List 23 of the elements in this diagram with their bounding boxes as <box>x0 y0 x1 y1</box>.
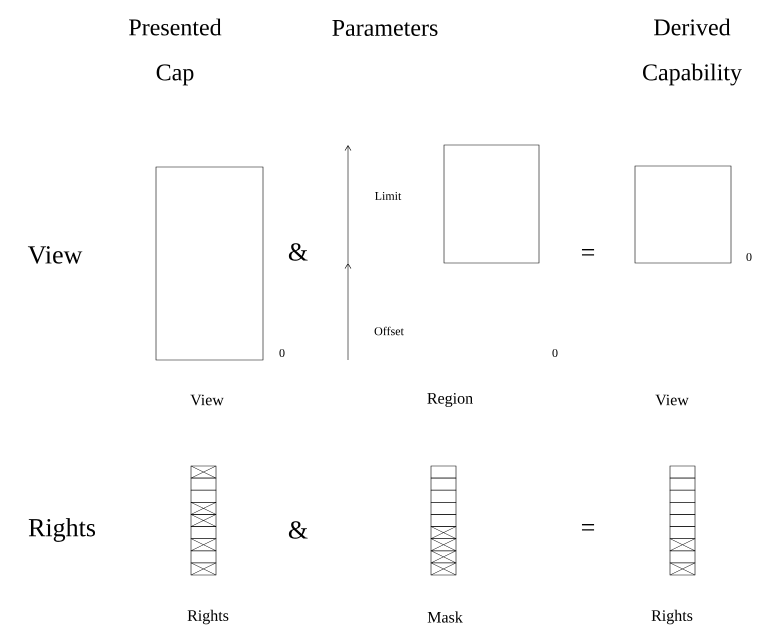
operator-sign: = <box>582 249 594 256</box>
caption: Rights <box>188 610 228 624</box>
region-box <box>156 166 264 360</box>
row-label: Rights <box>28 518 96 542</box>
dimension-label: Offset <box>374 326 404 336</box>
operator-sign: & <box>288 521 308 539</box>
caption: Mask <box>428 611 463 623</box>
caption: View <box>190 394 224 406</box>
operator-sign: = <box>582 524 594 531</box>
origin-label: 0 <box>746 252 752 262</box>
caption: Region <box>427 392 473 408</box>
operator-sign: & <box>288 243 308 261</box>
region-box <box>634 166 732 264</box>
dimension-label: Limit <box>375 192 402 200</box>
caption: View <box>655 394 689 406</box>
column-heading: Presented Cap <box>129 18 222 86</box>
origin-label: 0 <box>279 348 285 358</box>
origin-label: 0 <box>552 348 558 358</box>
caption: Rights <box>652 610 692 624</box>
column-heading: Parameters <box>332 20 438 36</box>
row-label: View <box>28 246 82 264</box>
column-heading: Derived Capability <box>643 18 742 86</box>
region-box <box>444 144 540 264</box>
